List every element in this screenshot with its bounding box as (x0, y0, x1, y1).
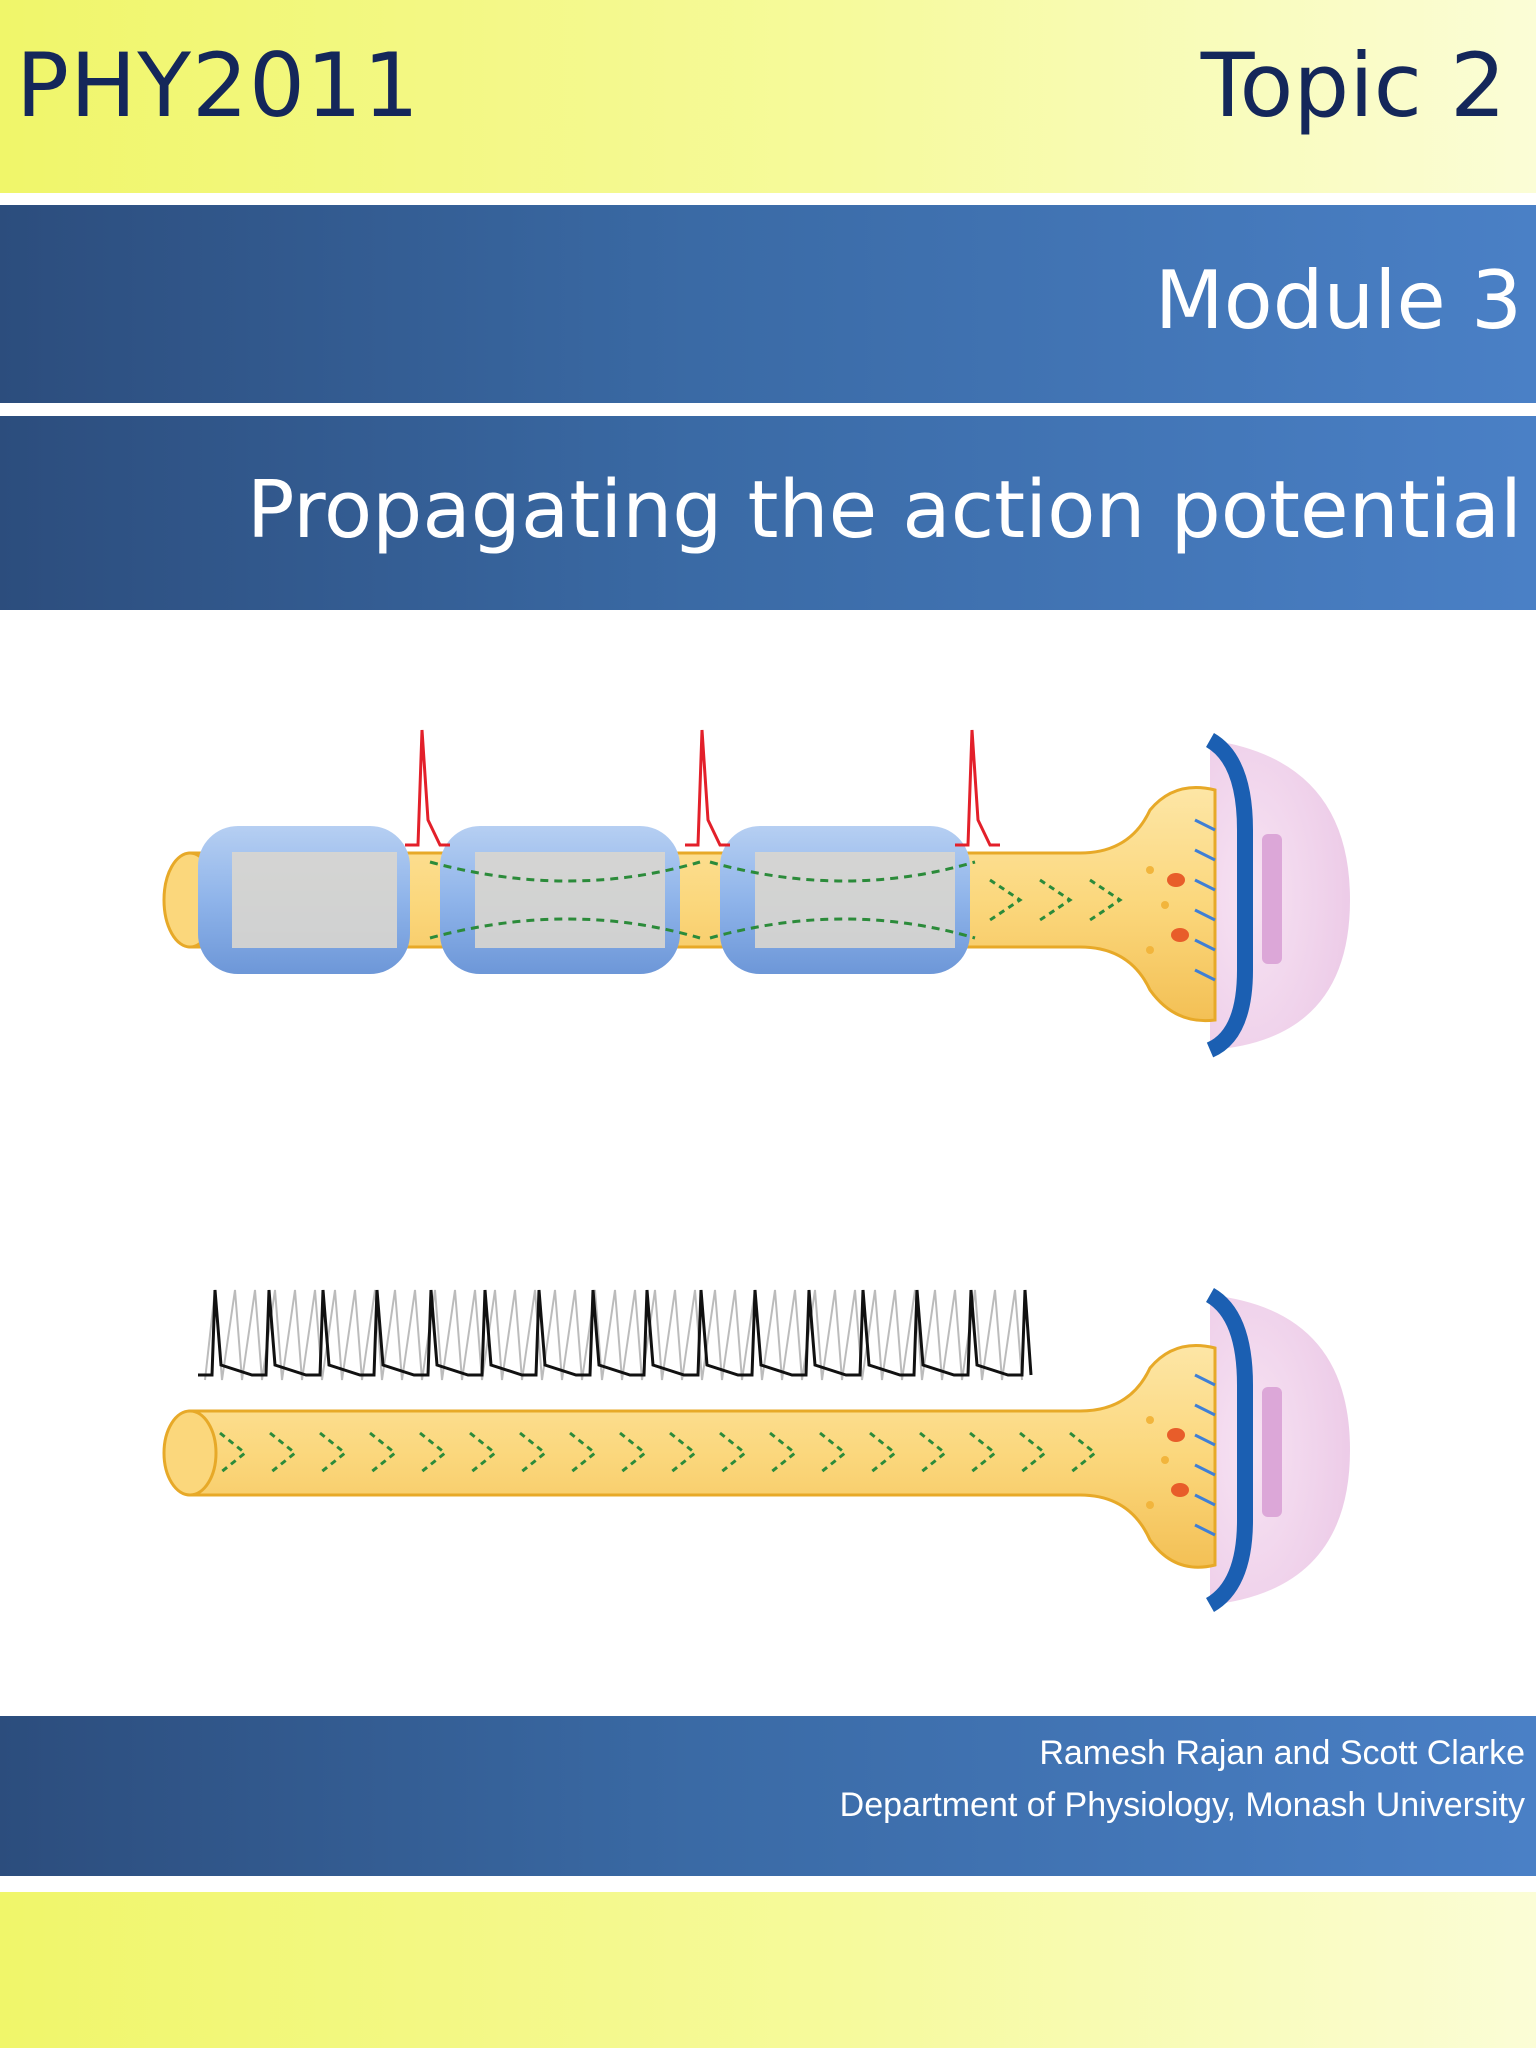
footer-band: Ramesh Rajan and Scott Clarke Department… (0, 1716, 1536, 1876)
spike-train (198, 1289, 1033, 1381)
receptor-patch (1262, 834, 1282, 964)
axon-shaft (188, 786, 1217, 1023)
receptor-patch-2 (1262, 1387, 1282, 1517)
title-band: Propagating the action potential (0, 416, 1536, 610)
unmyelinated-axon-shaft (188, 1344, 1217, 1569)
postsynaptic-membrane (1205, 733, 1253, 1058)
module-title: Propagating the action potential (246, 464, 1522, 556)
myelin-sheath-2 (440, 826, 680, 974)
synaptic-vesicle-icon (1146, 866, 1189, 954)
receptor-cluster-2 (1194, 1373, 1216, 1537)
current-flow-arrow-icon (989, 878, 1123, 922)
synaptic-vesicles-2 (1146, 1416, 1189, 1509)
course-code: PHY2011 (16, 34, 420, 137)
department: Department of Physiology, Monash Univers… (839, 1786, 1525, 1824)
receptor-cluster (1194, 818, 1216, 982)
postsynaptic-membrane-2 (1205, 1288, 1253, 1612)
topic-label: Topic 2 (1200, 34, 1506, 137)
action-potential-spike-icon (405, 729, 1000, 847)
myelinated-axon-panel (162, 729, 1350, 1058)
myelin-sheath-1 (198, 826, 410, 974)
header-band: PHY2011 Topic 2 (0, 0, 1536, 193)
myelin-sheath-3 (720, 826, 970, 974)
module-label: Module 3 (1154, 254, 1522, 347)
unmyelinated-axon-panel (162, 1288, 1350, 1612)
module-band: Module 3 (0, 205, 1536, 403)
authors: Ramesh Rajan and Scott Clarke (1039, 1734, 1525, 1772)
saltatory-current-lines (429, 860, 976, 940)
bottom-band (0, 1892, 1536, 2048)
axon-cut-end-2 (162, 1409, 218, 1497)
axon-conduction-figure (162, 729, 1350, 1612)
